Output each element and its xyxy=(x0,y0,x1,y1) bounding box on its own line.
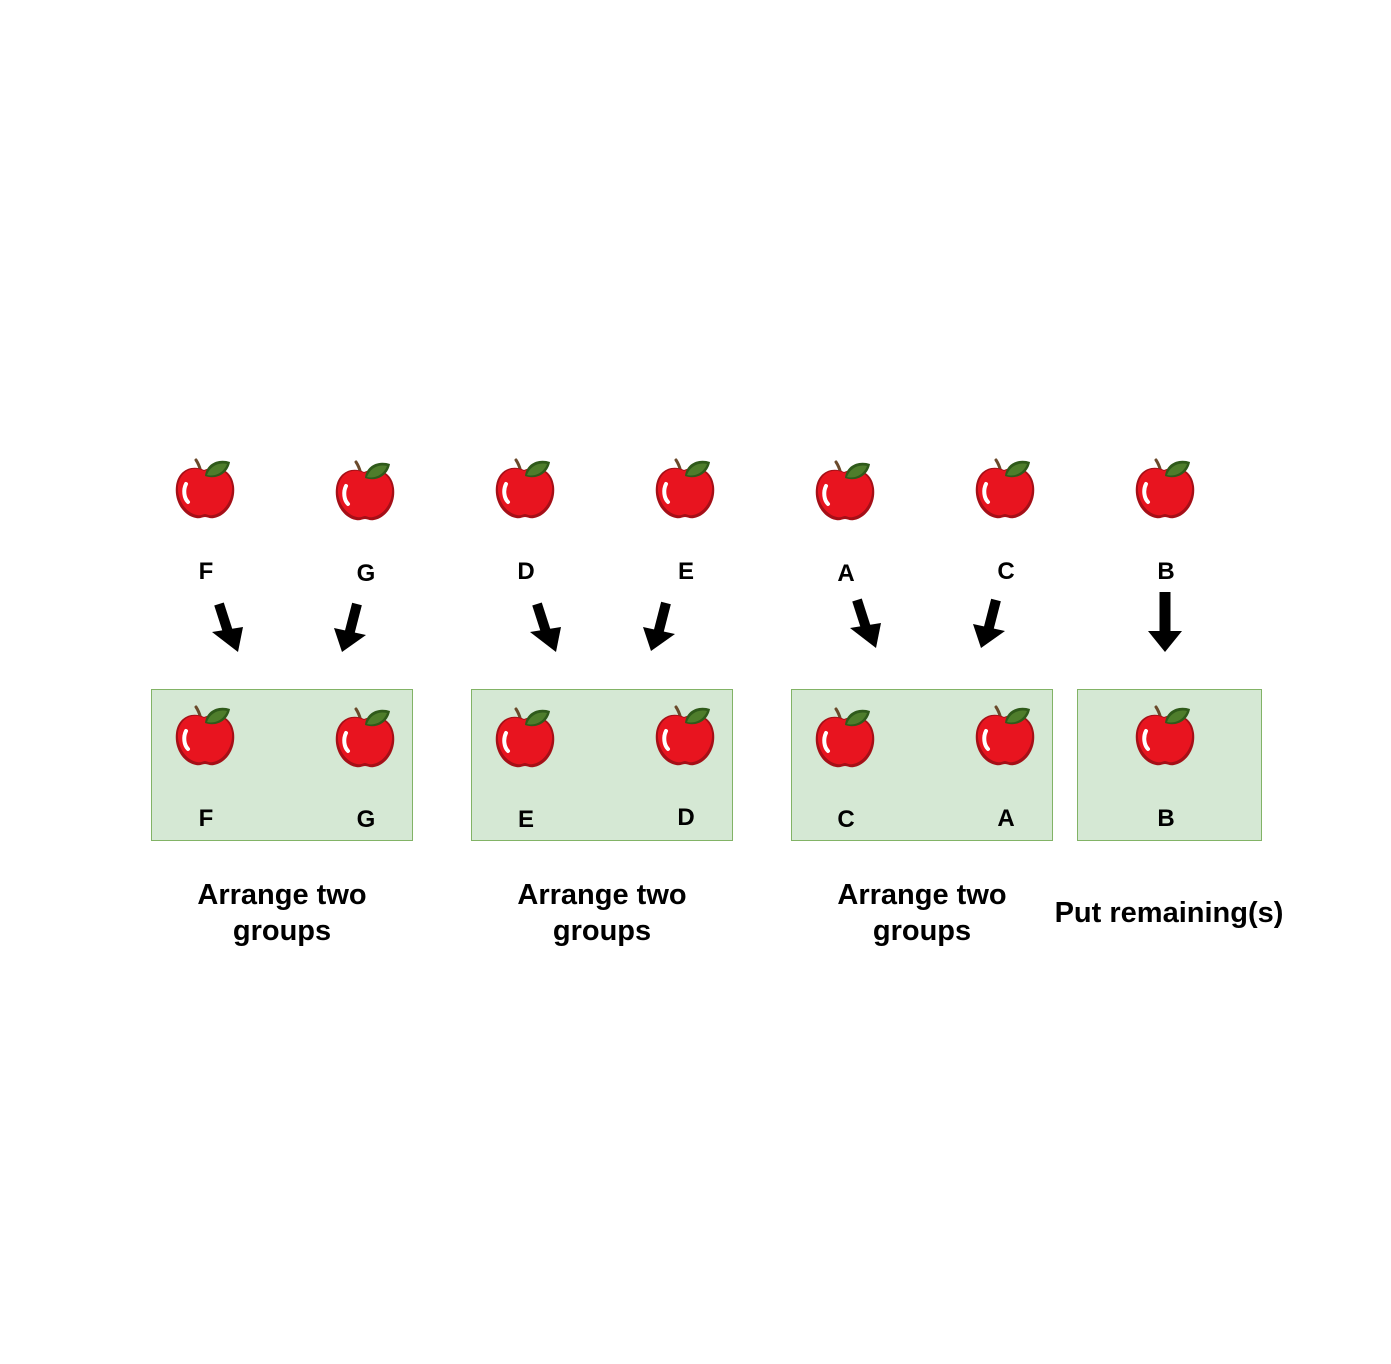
group-caption: Arrange two groups xyxy=(151,877,413,949)
caption-line: Put remaining(s) xyxy=(1054,897,1284,929)
arrow-down-left-icon xyxy=(973,598,1005,648)
apple-icon xyxy=(172,450,238,522)
apple-label: C xyxy=(837,806,855,833)
apple-icon xyxy=(492,699,558,771)
apple-icon xyxy=(972,450,1038,522)
apple-icon xyxy=(332,699,398,771)
arrow-down-right-icon xyxy=(530,602,561,652)
apple-icon xyxy=(812,452,878,524)
apple-icon xyxy=(492,450,558,522)
apple-label: B xyxy=(1157,805,1175,832)
arrow-down-right-icon xyxy=(212,602,243,652)
apple-label: D xyxy=(677,804,695,831)
caption-line: groups xyxy=(552,915,652,947)
caption-line: groups xyxy=(872,915,972,947)
apple-label: F xyxy=(198,558,214,585)
apple-icon xyxy=(972,697,1038,769)
apple-icon xyxy=(172,697,238,769)
arrow-down-left-icon xyxy=(334,602,366,652)
apple-label: D xyxy=(517,558,535,585)
arrow-down-left-icon xyxy=(643,601,675,651)
caption-line: Arrange two xyxy=(197,879,367,911)
apple-icon xyxy=(652,697,718,769)
arrow-down-right-icon xyxy=(850,598,881,648)
apple-label: G xyxy=(356,560,376,587)
apple-icon xyxy=(1132,697,1198,769)
apple-label: A xyxy=(997,805,1015,832)
apple-label: A xyxy=(837,560,855,587)
apple-label: G xyxy=(356,806,376,833)
apple-label: E xyxy=(677,558,694,585)
apple-label: E xyxy=(517,806,534,833)
apple-icon xyxy=(812,699,878,771)
caption-line: Arrange two xyxy=(517,879,687,911)
arrow-down-icon xyxy=(1148,592,1182,652)
apple-label: B xyxy=(1157,558,1175,585)
apple-label: F xyxy=(198,805,214,832)
group-caption: Arrange two groups xyxy=(471,877,733,949)
group-caption: Arrange two groups xyxy=(791,877,1053,949)
apple-label: C xyxy=(997,558,1015,585)
apple-icon xyxy=(332,452,398,524)
caption-line: groups xyxy=(232,915,332,947)
apple-icon xyxy=(652,450,718,522)
group-caption: Put remaining(s) xyxy=(1040,895,1298,931)
apple-icon xyxy=(1132,450,1198,522)
caption-line: Arrange two xyxy=(837,879,1007,911)
